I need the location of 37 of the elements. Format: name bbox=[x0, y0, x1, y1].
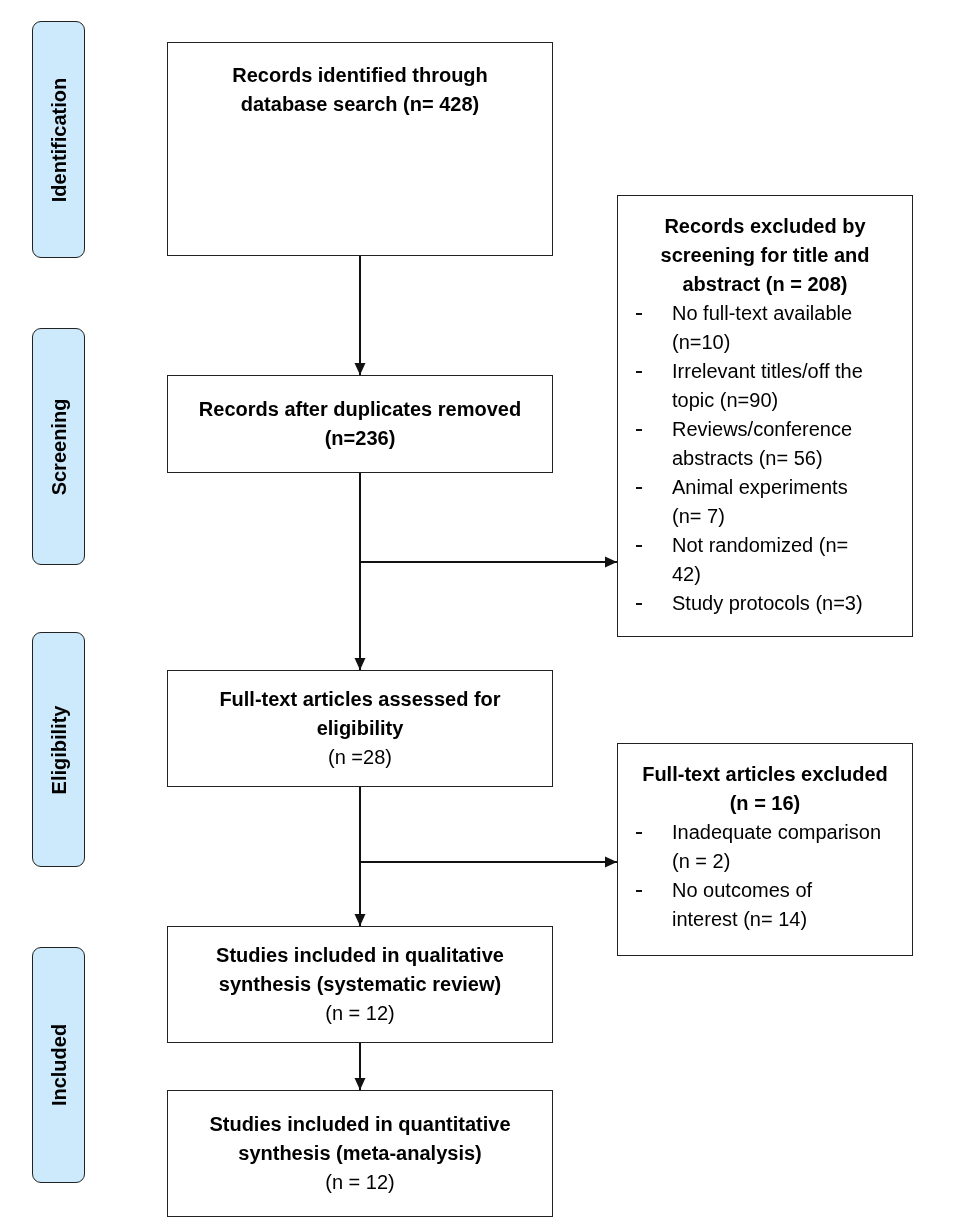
count-text: (n =28) bbox=[328, 745, 392, 770]
process-box bbox=[167, 375, 553, 473]
exclusion-box bbox=[617, 195, 913, 637]
box-title: Full-text articles assessed for eligibility bbox=[218, 687, 502, 741]
box-title: Studies included in quantitative synthesis (meta-analysis) bbox=[208, 1112, 512, 1166]
process-box bbox=[167, 1090, 553, 1217]
box-title: Records excluded by screening for title and abstract (n = 208) bbox=[659, 214, 871, 297]
process-box bbox=[167, 670, 553, 787]
exclusion-box bbox=[617, 743, 913, 956]
stage-label: Eligibility bbox=[46, 705, 71, 794]
box-title: Full-text articles excluded (n = 16) bbox=[641, 762, 889, 816]
list-item-text: Reviews/conference abstracts (n= 56) bbox=[672, 417, 854, 471]
list-item-text: No full-text available (n=10) bbox=[672, 301, 854, 355]
box-title: Records after duplicates removed (n=236) bbox=[198, 397, 522, 451]
arrow bbox=[359, 472, 618, 568]
process-box bbox=[167, 42, 553, 256]
arrow bbox=[354, 255, 366, 376]
process-box bbox=[167, 926, 553, 1043]
stage-tab bbox=[32, 632, 85, 867]
box-title: Records identified through database search (n= 428) bbox=[231, 63, 489, 117]
arrow bbox=[359, 786, 618, 868]
stage-tab bbox=[32, 328, 85, 565]
list-item-text: Study protocols (n=3) bbox=[672, 591, 863, 616]
arrow bbox=[354, 1042, 366, 1091]
count-text: (n = 12) bbox=[325, 1001, 395, 1026]
list-item-text: Inadequate comparison (n = 2) bbox=[672, 820, 882, 874]
list-item-text: Irrelevant titles/off the topic (n=90) bbox=[672, 359, 864, 413]
count-text: (n = 12) bbox=[325, 1170, 395, 1195]
stage-label: Included bbox=[46, 1023, 71, 1107]
list-item-text: No outcomes of interest (n= 14) bbox=[672, 878, 814, 932]
box-title: Studies included in qualitative synthesis (systematic review) bbox=[215, 943, 505, 997]
stage-tab bbox=[32, 947, 85, 1183]
stage-label: Identification bbox=[46, 77, 71, 202]
list-item-text: Not randomized (n= 42) bbox=[672, 533, 850, 587]
list-item-text: Animal experiments (n= 7) bbox=[672, 475, 849, 529]
stage-tab bbox=[32, 21, 85, 258]
stage-label: Screening bbox=[46, 398, 71, 495]
